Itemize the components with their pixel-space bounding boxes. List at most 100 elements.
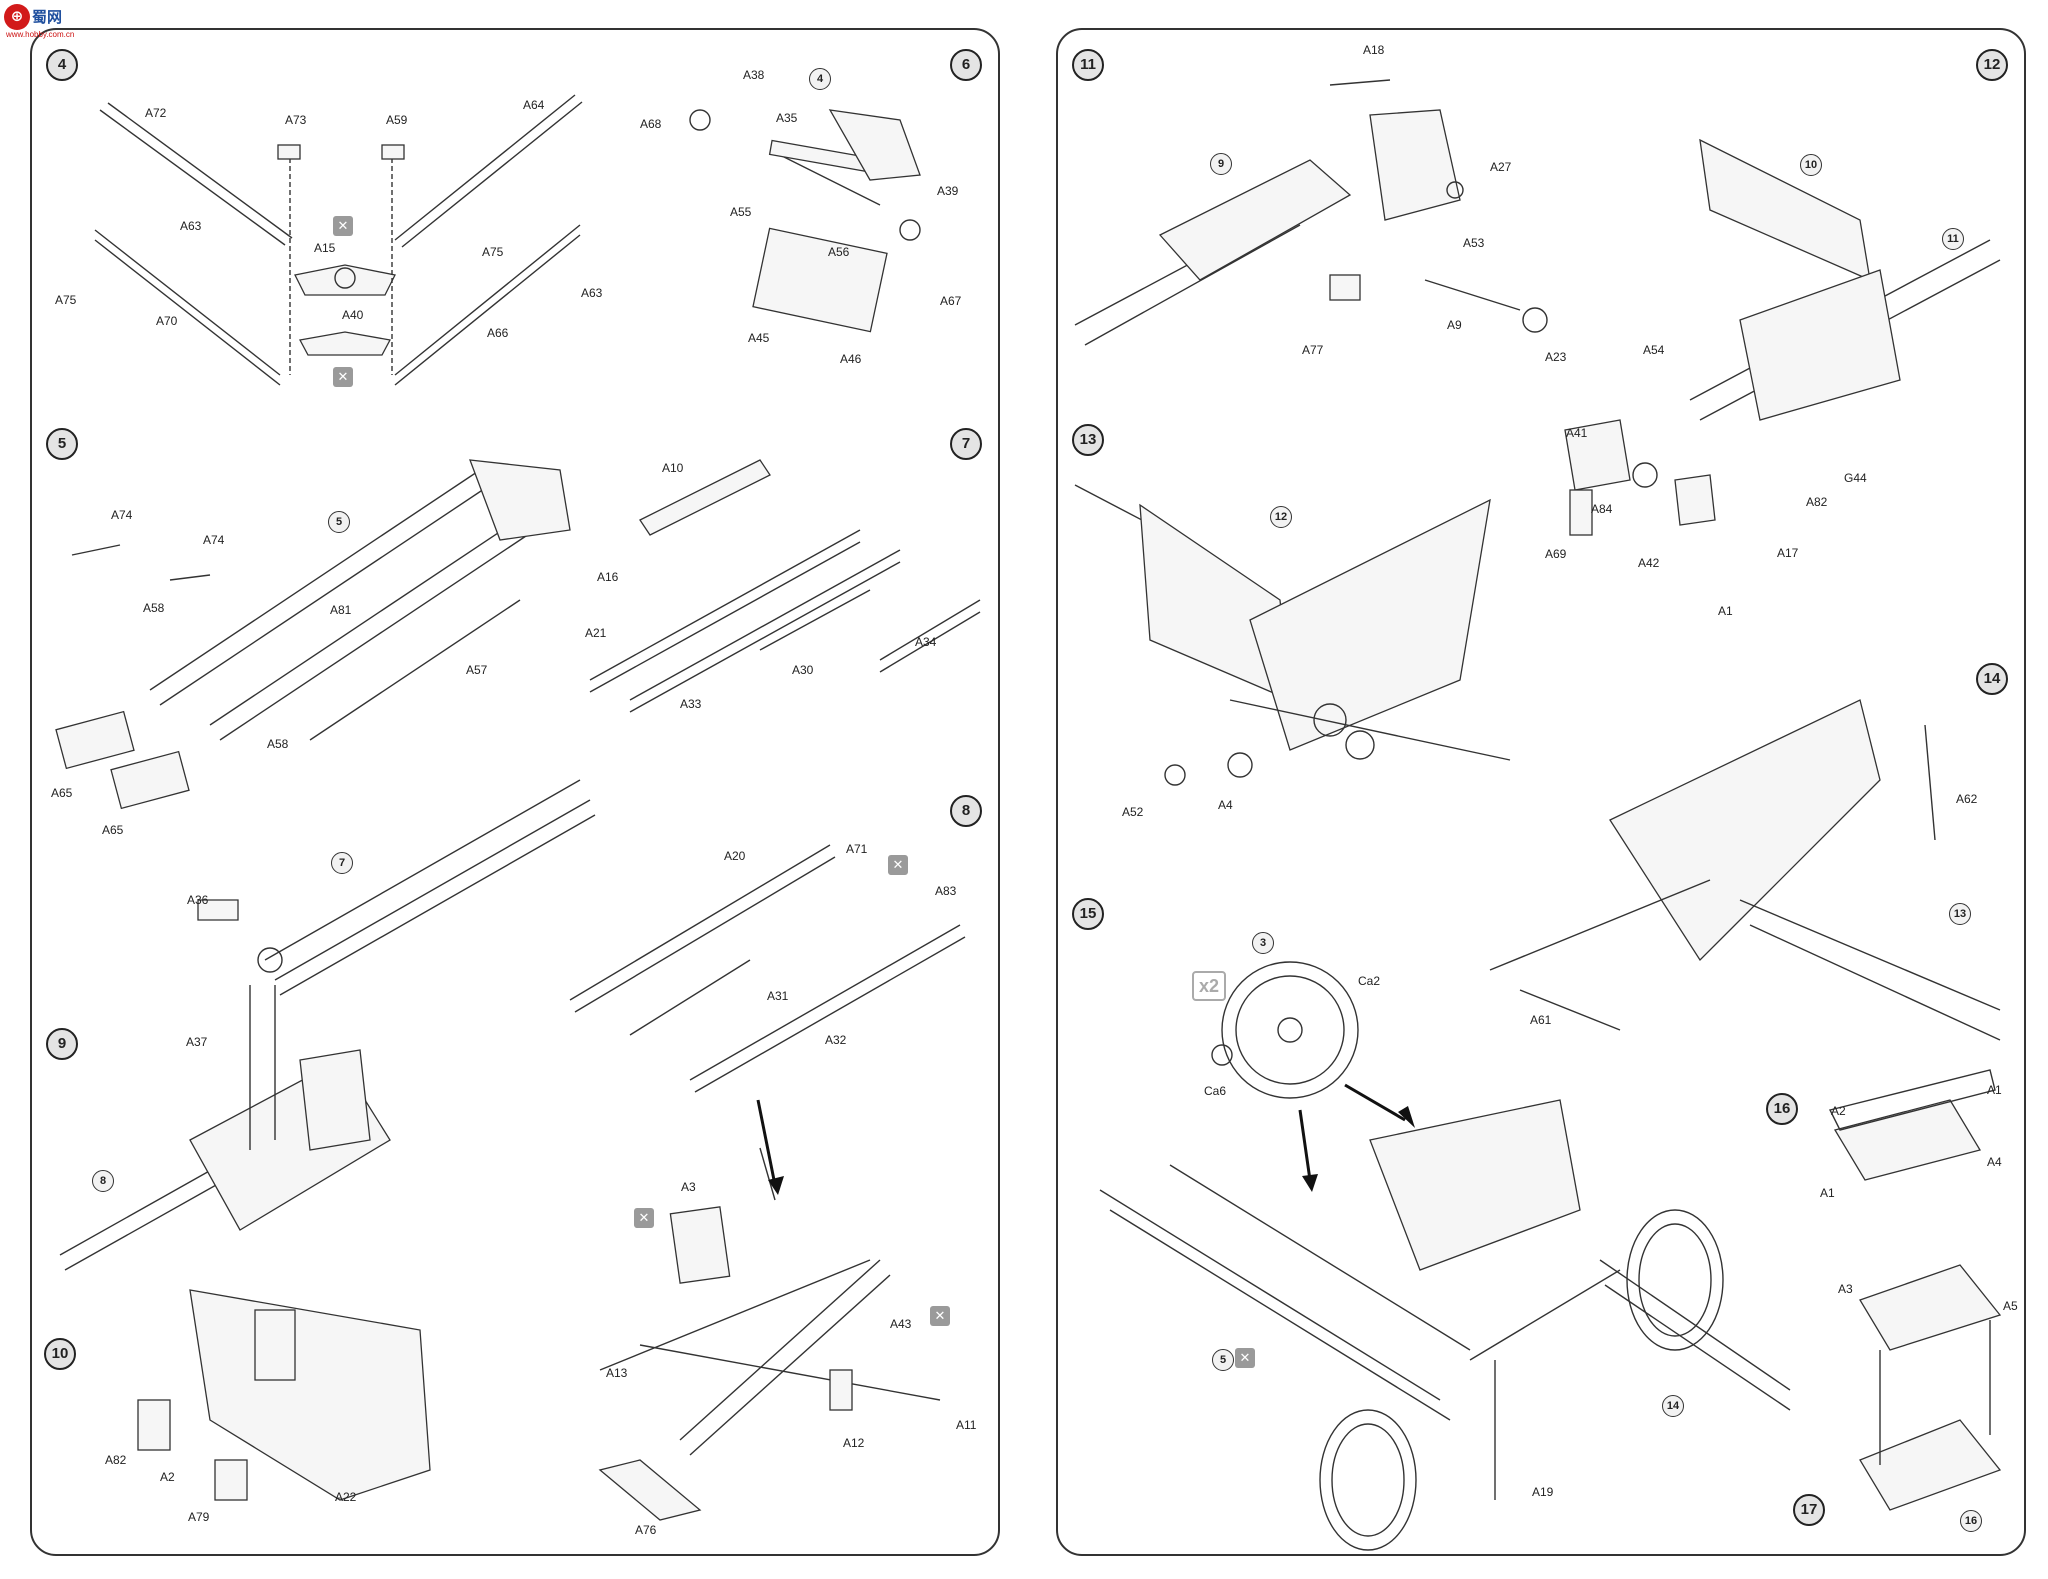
glue-icon: ✕: [1235, 1348, 1255, 1368]
part-label: A39: [937, 184, 959, 198]
part-label: A62: [1956, 792, 1978, 806]
part-label: A54: [1643, 343, 1665, 357]
part-label: A32: [825, 1033, 847, 1047]
part-label: A84: [1591, 502, 1613, 516]
step-6-number: 6: [950, 49, 982, 81]
part-label: A53: [1463, 236, 1485, 250]
step-15-number: 15: [1072, 898, 1104, 930]
part-label: A34: [915, 635, 937, 649]
part-label: A10: [662, 461, 684, 475]
part-label: A16: [597, 570, 619, 584]
part-label: A15: [314, 241, 336, 255]
part-label: A65: [102, 823, 124, 837]
logo-text: 蜀网: [32, 9, 63, 26]
step-4-number: 4: [46, 49, 78, 81]
ref-subassembly-5b: 5: [1212, 1349, 1234, 1371]
part-label: A21: [585, 626, 607, 640]
part-label: A46: [840, 352, 862, 366]
part-label: A1: [1987, 1083, 2002, 1097]
part-label: A4: [1987, 1155, 2002, 1169]
part-label: A12: [843, 1436, 865, 1450]
part-label: A3: [1838, 1282, 1853, 1296]
part-label: A56: [828, 245, 850, 259]
part-label: A27: [1490, 160, 1512, 174]
part-label: A42: [1638, 556, 1660, 570]
ref-subassembly-8: 8: [92, 1170, 114, 1192]
part-label: A70: [156, 314, 178, 328]
part-label: A30: [792, 663, 814, 677]
part-label: A77: [1302, 343, 1324, 357]
ref-subassembly-10: 10: [1800, 154, 1822, 176]
logo-url: www.hobby.com.cn: [6, 30, 75, 39]
part-label: A38: [743, 68, 765, 82]
part-label: A2: [160, 1470, 175, 1484]
part-label: A75: [482, 245, 504, 259]
part-label: A65: [51, 786, 73, 800]
step-7-number: 7: [950, 428, 982, 460]
glue-icon: ✕: [930, 1306, 950, 1326]
part-label: A43: [890, 1317, 912, 1331]
part-label: A57: [466, 663, 488, 677]
part-label: A52: [1122, 805, 1144, 819]
part-label: A41: [1566, 426, 1588, 440]
step-16-number: 16: [1766, 1093, 1798, 1125]
part-label: A69: [1545, 547, 1567, 561]
part-label: A31: [767, 989, 789, 1003]
part-label: A55: [730, 205, 752, 219]
part-label: A83: [935, 884, 957, 898]
part-label: A9: [1447, 318, 1462, 332]
glue-icon: ✕: [333, 216, 353, 236]
part-label: A22: [335, 1490, 357, 1504]
step-8-number: 8: [950, 795, 982, 827]
part-label: A81: [330, 603, 352, 617]
ref-subassembly-4: 4: [809, 68, 831, 90]
site-logo: ⊕ 蜀网 www.hobby.com.cn: [4, 4, 74, 39]
ref-subassembly-9: 9: [1210, 153, 1232, 175]
part-label: A71: [846, 842, 868, 856]
part-label: A74: [203, 533, 225, 547]
part-label: A58: [143, 601, 165, 615]
part-label: A59: [386, 113, 408, 127]
left-instruction-sheet: [30, 28, 1000, 1556]
step-17-number: 17: [1793, 1494, 1825, 1526]
part-label: A40: [342, 308, 364, 322]
glue-icon: ✕: [634, 1208, 654, 1228]
part-label: A68: [640, 117, 662, 131]
part-label: Ca6: [1204, 1084, 1227, 1098]
part-label: A66: [487, 326, 509, 340]
part-label: A61: [1530, 1013, 1552, 1027]
part-label: A23: [1545, 350, 1567, 364]
ref-subassembly-16: 16: [1960, 1510, 1982, 1532]
glue-icon: ✕: [888, 855, 908, 875]
right-instruction-sheet: [1056, 28, 2026, 1556]
multiplier-badge: x2: [1192, 971, 1226, 1001]
part-label: A79: [188, 1510, 210, 1524]
part-label: A4: [1218, 798, 1233, 812]
step-13-number: 13: [1072, 424, 1104, 456]
step-5-number: 5: [46, 428, 78, 460]
part-label: A2: [1831, 1104, 1846, 1118]
part-label: A33: [680, 697, 702, 711]
part-label: A74: [111, 508, 133, 522]
part-label: A11: [956, 1418, 977, 1432]
ref-subassembly-14: 14: [1662, 1395, 1684, 1417]
ref-subassembly-11: 11: [1942, 228, 1964, 250]
part-label: A3: [681, 1180, 696, 1194]
glue-icon: ✕: [333, 367, 353, 387]
part-label: A67: [940, 294, 962, 308]
part-label: A18: [1363, 43, 1385, 57]
step-14-number: 14: [1976, 663, 2008, 695]
part-label: A63: [180, 219, 202, 233]
part-label: A64: [523, 98, 545, 112]
part-label: A36: [187, 893, 209, 907]
ref-subassembly-7: 7: [331, 852, 353, 874]
part-label: A82: [1806, 495, 1828, 509]
part-label: A82: [105, 1453, 127, 1467]
step-11-number: 11: [1072, 49, 1104, 81]
ref-subassembly-5: 5: [328, 511, 350, 533]
step-10-number: 10: [44, 1338, 76, 1370]
logo-mark-icon: ⊕: [4, 4, 30, 30]
part-label: A19: [1532, 1485, 1554, 1499]
ref-subassembly-13: 13: [1949, 903, 1971, 925]
part-label: A75: [55, 293, 77, 307]
